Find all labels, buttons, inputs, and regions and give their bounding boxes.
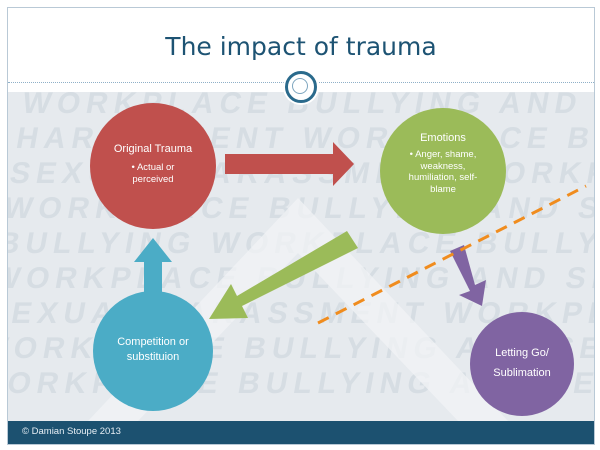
dashed-divider-line <box>317 184 587 325</box>
label-competition: Competition or substituion <box>108 335 198 365</box>
footer-bar: © Damian Stoupe 2013 <box>8 421 594 444</box>
original-trauma-bullet: • Actual or perceived <box>131 162 175 185</box>
arrow-competition-to-trauma <box>134 238 172 292</box>
letting-go-title: Letting Go/ Sublimation <box>493 347 551 379</box>
node-original-trauma <box>90 103 216 229</box>
node-competition <box>93 291 213 411</box>
title-emblem-icon <box>285 71 317 103</box>
arrow-trauma-to-emotions <box>225 142 354 186</box>
arrow-emotions-to-competition <box>209 231 358 319</box>
emblem-inner-ring <box>292 78 308 94</box>
label-letting-go: Letting Go/ Sublimation <box>483 343 561 383</box>
label-emotions: Emotions • Anger, shame, weakness, humil… <box>398 131 488 195</box>
arrow-emotions-to-letting-go <box>450 245 486 306</box>
diagram-canvas <box>88 103 587 421</box>
emotions-title: Emotions <box>420 132 466 144</box>
original-trauma-title: Original Trauma <box>113 143 193 155</box>
label-original-trauma: Original Trauma • Actual or perceived <box>103 142 203 185</box>
footer-copyright: © Damian Stoupe 2013 <box>22 426 121 437</box>
emotions-bullet: • Anger, shame, weakness, humiliation, s… <box>408 149 478 195</box>
node-emotions <box>380 108 506 234</box>
slide-title: The impact of trauma <box>165 32 437 61</box>
competition-title: Competition or substituion <box>117 336 189 363</box>
slide: The impact of trauma WORKPLACE BULLYING … <box>7 7 595 445</box>
node-letting-go <box>470 312 574 416</box>
